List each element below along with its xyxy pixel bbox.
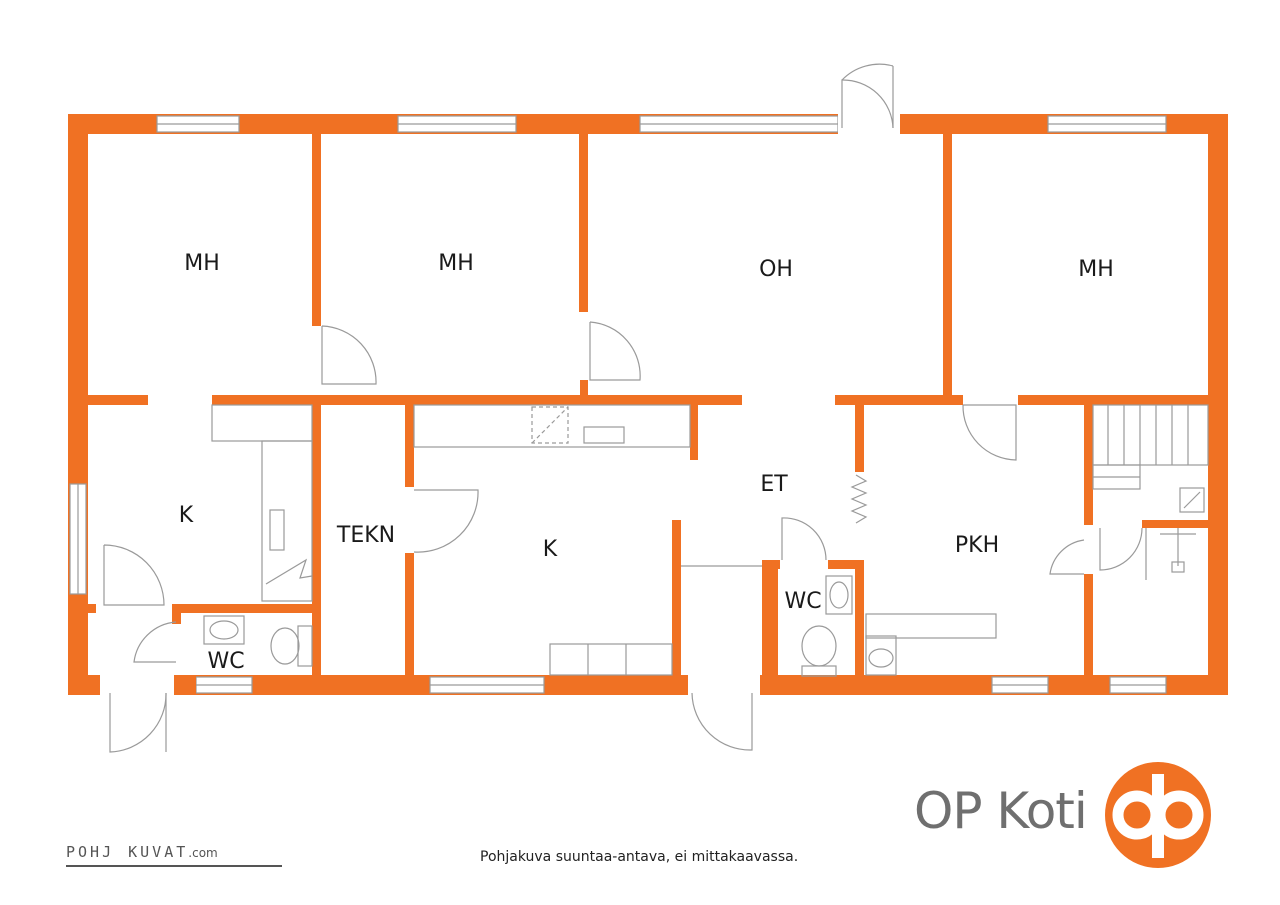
fixtures	[203, 404, 1209, 677]
watermark-left: POHJ	[66, 843, 115, 861]
interior-walls	[68, 134, 1208, 695]
doors	[103, 63, 1143, 753]
room-label-mh1: MH	[184, 251, 220, 276]
brand-name: OP Koti	[914, 782, 1088, 840]
room-labels: MH MH OH MH K TEKN K ET PKH WC WC	[179, 251, 1114, 674]
watermark-domain: .com	[188, 846, 218, 860]
op-logo	[1105, 762, 1211, 868]
watermark-underline	[66, 865, 282, 867]
room-label-wc2: WC	[784, 589, 821, 614]
room-label-k2: K	[543, 537, 558, 562]
room-label-tekn: TEKN	[336, 523, 395, 548]
room-label-oh: OH	[759, 257, 793, 282]
windows	[69, 112, 1167, 697]
room-label-k1: K	[179, 503, 194, 528]
room-label-mh2: MH	[438, 251, 474, 276]
room-label-wc1: WC	[207, 649, 244, 674]
watermark: POHJ KUVAT.com	[66, 843, 218, 861]
room-label-et: ET	[760, 472, 788, 497]
room-label-pkh: PKH	[955, 533, 999, 558]
room-label-mh3: MH	[1078, 257, 1114, 282]
watermark-right: KUVAT	[128, 843, 189, 861]
disclaimer-note: Pohjakuva suuntaa-antava, ei mittakaavas…	[480, 849, 799, 865]
